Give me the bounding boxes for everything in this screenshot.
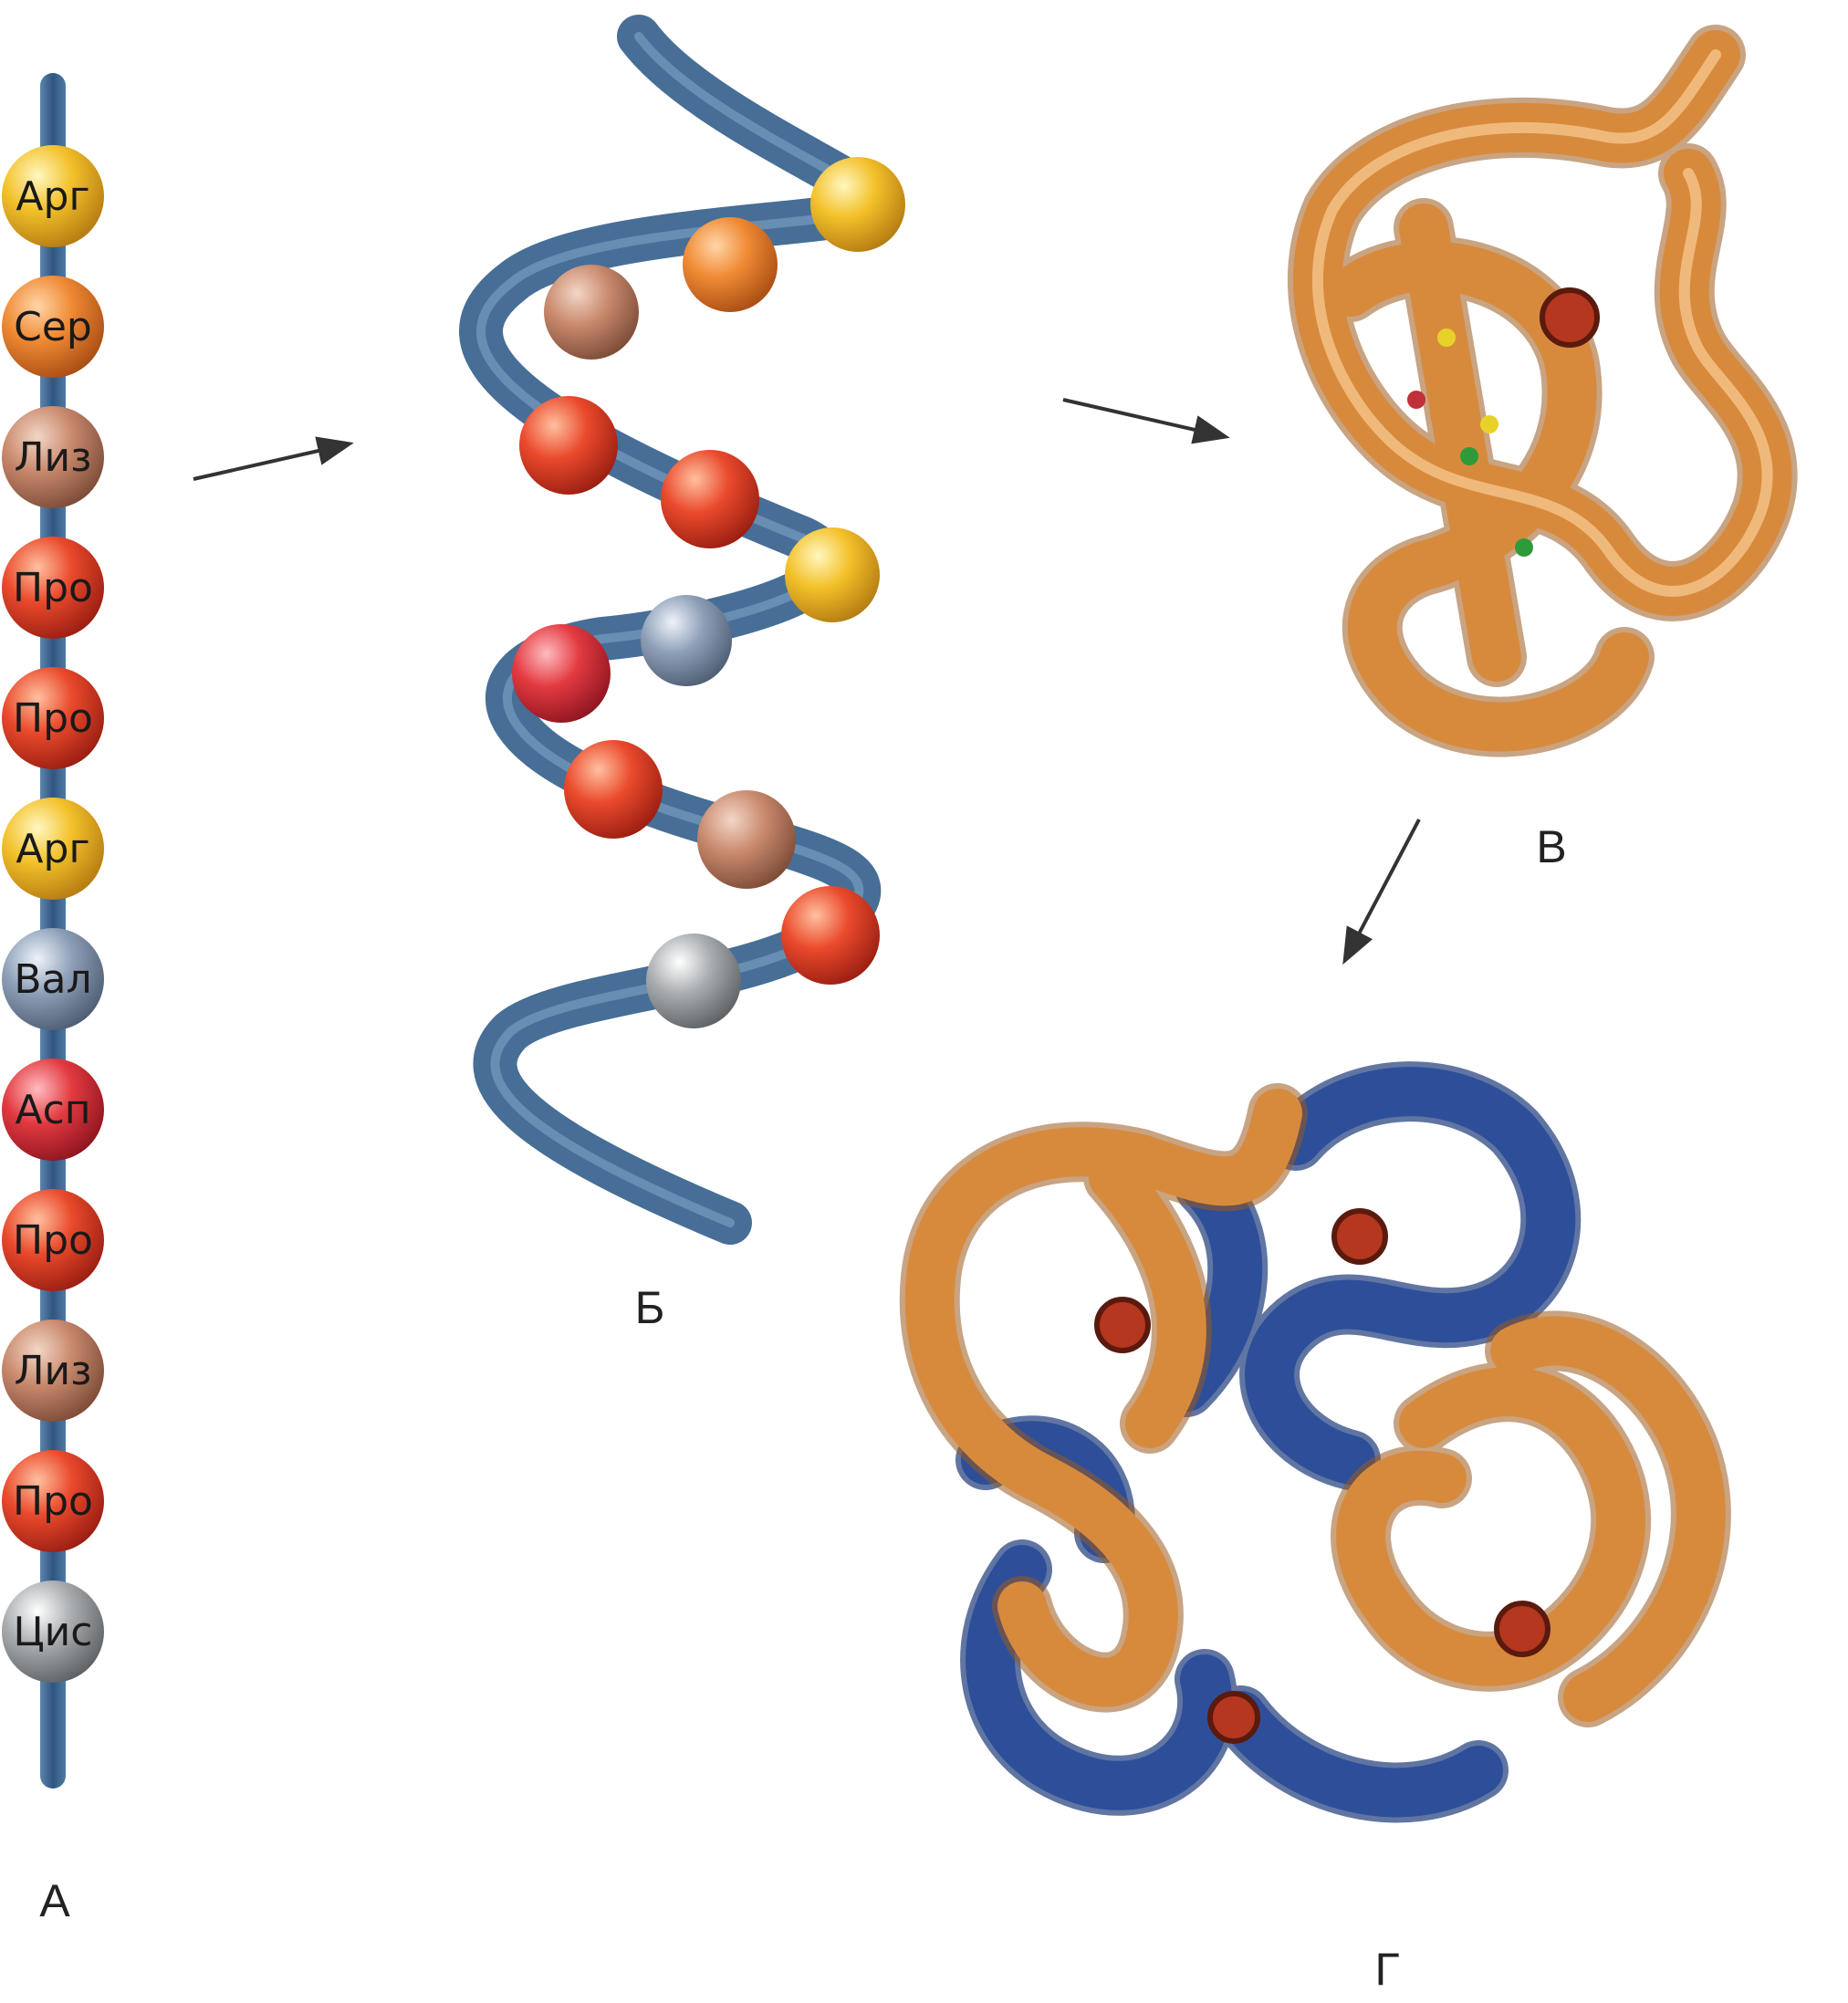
residue-label: Про: [13, 1478, 93, 1525]
residue-label: Про: [13, 695, 93, 742]
panel-d-orange-fold: [930, 1113, 1701, 1697]
helix-bead: [661, 450, 759, 548]
panel-d-label: Г: [1374, 1944, 1399, 1995]
panel-c-bead: [1515, 538, 1533, 557]
panel-a-label: А: [39, 1875, 70, 1926]
helix-bead: [646, 934, 741, 1028]
panel-d-heme: [1097, 1299, 1148, 1351]
residue-label: Асп: [15, 1087, 90, 1133]
panel-c-bead: [1480, 415, 1498, 433]
helix-bead: [810, 157, 905, 252]
arrow-a-to-b: [193, 444, 347, 479]
panel-c-label: В: [1536, 821, 1566, 872]
residue-label: Сер: [14, 304, 92, 350]
arrow-b-to-c: [1063, 400, 1223, 436]
helix-bead: [683, 217, 778, 312]
panel-c-bead: [1437, 329, 1456, 347]
panel-c-tertiary-structure: В: [1318, 55, 1768, 872]
helix-bead: [781, 886, 880, 985]
panel-d-heme: [1210, 1694, 1258, 1741]
residue-label: Про: [13, 1217, 93, 1264]
helix-bead: [641, 595, 732, 686]
residue-label: Арг: [16, 826, 89, 872]
residue-label: Вал: [14, 956, 91, 1003]
panel-b-label: Б: [635, 1282, 665, 1333]
panel-c-bead: [1460, 447, 1478, 465]
panel-d-heme: [1334, 1211, 1385, 1262]
panel-b-secondary-structure: Б: [481, 37, 905, 1333]
helix-bead: [512, 624, 611, 723]
panel-d-quaternary-structure: Г: [930, 1091, 1701, 1995]
helix-bead: [564, 740, 663, 839]
residue-label: Цис: [14, 1609, 93, 1655]
helix-bead: [544, 265, 639, 360]
arrow-c-to-d: [1346, 819, 1419, 958]
residue-label: Арг: [16, 173, 89, 220]
residue-label: Лиз: [14, 434, 91, 481]
panel-c-heme: [1542, 290, 1597, 345]
helix-bead: [785, 527, 880, 622]
helix-bead: [697, 790, 796, 889]
helix-bead: [519, 396, 618, 495]
panel-c-bead: [1407, 391, 1425, 409]
panel-d-heme: [1497, 1603, 1548, 1654]
residue-label: Про: [13, 565, 93, 611]
residue-label: Лиз: [14, 1348, 91, 1394]
